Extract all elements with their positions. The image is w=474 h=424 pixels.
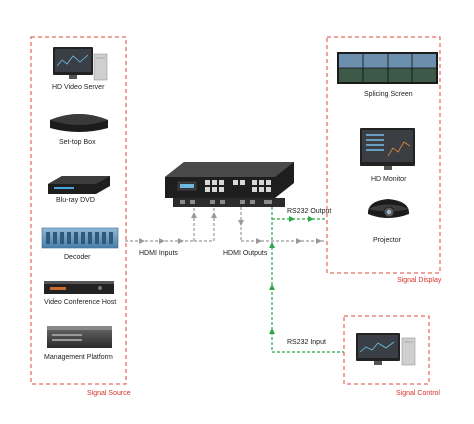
group-label-signal-control: Signal Control: [396, 390, 440, 397]
group-label-signal-display: Signal Display: [397, 277, 442, 284]
source-label-video-conference-host: Video Conference Host: [44, 299, 117, 306]
control-pc-icon: [356, 333, 416, 366]
splicing-screen-icon: [337, 52, 438, 84]
source-label-blu-ray-dvd: Blu-ray DVD: [56, 197, 95, 204]
rs232-arrows: [269, 216, 314, 334]
link-label-rs232-output: RS232 Output: [287, 208, 332, 215]
hdmi-input-arrows: [139, 212, 217, 244]
source-label-management-platform: Management Platform: [44, 354, 113, 361]
source-label-set-top-box: Set-top Box: [59, 139, 96, 146]
link-label-hdmi-inputs: HDMI Inputs: [139, 250, 178, 257]
display-label-hd-monitor: HD Monitor: [371, 176, 407, 183]
group-label-signal-source: Signal Source: [87, 390, 131, 397]
rs232-lines: [271, 207, 344, 353]
hd-monitor-icon: [360, 128, 415, 170]
display-label-splicing-screen: Splicing Screen: [364, 91, 413, 98]
matrix-switcher-icon: [165, 162, 294, 207]
link-label-hdmi-outputs: HDMI Outputs: [223, 250, 268, 257]
display-label-projector: Projector: [373, 237, 402, 244]
hdmi-input-lines: [125, 207, 215, 242]
source-label-hd-video-server: HD Video Server: [52, 84, 105, 91]
signal-source-frame: [30, 36, 127, 385]
decoder-icon: [41, 227, 119, 249]
set-top-box-icon: [50, 114, 108, 132]
blu-ray-dvd-icon: [48, 176, 110, 194]
hdmi-output-arrows: [238, 220, 322, 244]
signal-control-frame: [343, 315, 430, 385]
management-platform-icon: [47, 326, 112, 348]
video-conference-host-icon: [44, 281, 114, 294]
link-label-rs232-input: RS232 Input: [287, 339, 326, 346]
signal-display-frame: [326, 36, 441, 274]
source-label-decoder: Decoder: [64, 254, 91, 261]
hd-video-server-icon: [53, 47, 108, 81]
projector-icon: [367, 199, 410, 218]
